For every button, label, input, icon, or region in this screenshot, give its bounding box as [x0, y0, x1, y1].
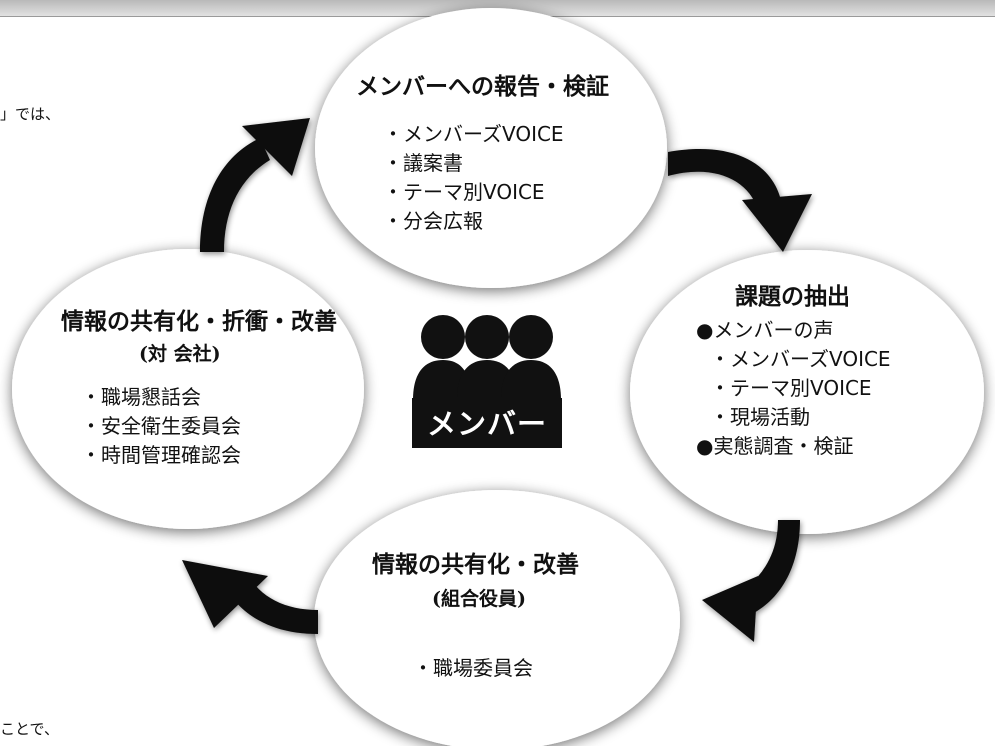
node-left-subtitle-wrap: (対 会社): [139, 341, 221, 367]
people-group-icon: [412, 315, 562, 448]
node-top-item: ・議案書: [383, 151, 463, 175]
node-left-ellipse: [12, 249, 364, 529]
node-top: メンバーへの報告・検証: [356, 72, 609, 102]
node-bottom-items: ・職場委員会: [413, 654, 533, 683]
node-right: 課題の抽出: [735, 282, 850, 312]
node-left-items: ・職場懇話会 ・安全衛生委員会 ・時間管理確認会: [81, 383, 241, 470]
curved-arrow-top-right-icon: [668, 148, 812, 252]
node-right-item: ・テーマ別VOICE: [710, 376, 872, 400]
curved-arrow-left-top-icon: [200, 118, 310, 252]
node-top-items: ・メンバーズVOICE ・議案書 ・テーマ別VOICE ・分会広報: [383, 120, 564, 236]
node-bottom-ellipse: [314, 490, 680, 746]
node-left-title: 情報の共有化・折衝・改善: [61, 309, 337, 335]
curved-arrow-bottom-left-icon: [182, 560, 318, 634]
node-top-item: ・分会広報: [383, 209, 483, 233]
node-right-item: ・現場活動: [710, 405, 810, 429]
node-left-item: ・時間管理確認会: [81, 443, 241, 467]
node-left-subtitle: (対 会社): [139, 343, 221, 365]
node-bottom-item: ・職場委員会: [413, 656, 533, 680]
node-left: 情報の共有化・折衝・改善: [61, 307, 337, 337]
node-left-item: ・職場懇話会: [81, 385, 201, 409]
node-right-title: 課題の抽出: [735, 284, 850, 310]
node-top-ellipse: [315, 8, 667, 288]
node-bottom-subtitle-wrap: (組合役員): [432, 586, 526, 612]
node-bottom-subtitle: (組合役員): [432, 588, 526, 610]
node-right-group-heading: ●メンバーの声: [696, 318, 834, 342]
top-band: [0, 0, 995, 16]
node-right-ellipse: [630, 250, 984, 534]
node-top-item: ・テーマ別VOICE: [383, 180, 545, 204]
node-left-item: ・安全衛生委員会: [81, 414, 241, 438]
node-bottom: 情報の共有化・改善: [372, 550, 579, 580]
node-right-group-heading: ●実態調査・検証: [696, 434, 854, 458]
node-right-items: ●メンバーの声 ・メンバーズVOICE ・テーマ別VOICE ・現場活動 ●実態…: [696, 316, 891, 461]
center-label: メンバー: [426, 407, 547, 441]
text-fragment-top-left: 」では、: [0, 105, 61, 123]
curved-arrow-right-bottom-icon: [702, 520, 800, 642]
text-fragment-bottom-left: ことで、: [0, 720, 59, 738]
node-right-item: ・メンバーズVOICE: [710, 347, 891, 371]
node-bottom-title: 情報の共有化・改善: [372, 552, 579, 578]
node-top-title: メンバーへの報告・検証: [356, 74, 609, 100]
node-top-item: ・メンバーズVOICE: [383, 122, 564, 146]
